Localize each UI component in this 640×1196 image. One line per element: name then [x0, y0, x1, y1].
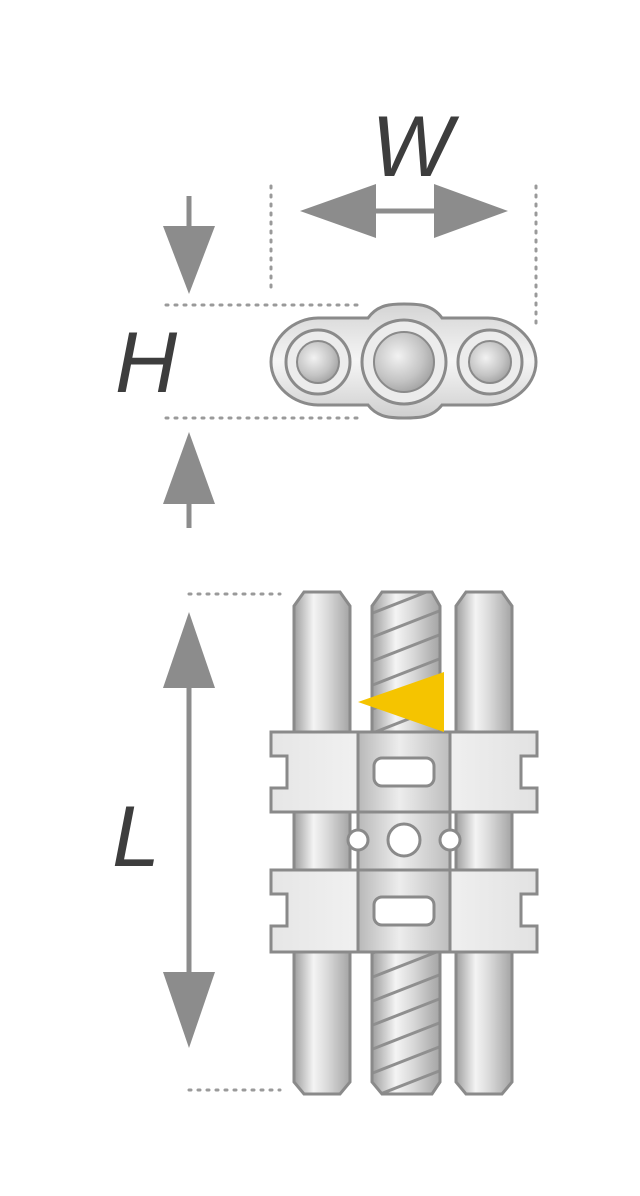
- lower-slot: [372, 895, 436, 927]
- lower-clamp-block: [269, 868, 539, 954]
- width-arrow: [300, 184, 508, 238]
- length-label: L: [112, 789, 160, 885]
- connector-top-view: [269, 302, 538, 420]
- left-rod: [292, 590, 352, 1096]
- left-rod-section: [296, 340, 340, 384]
- right-rod-section: [468, 340, 512, 384]
- upper-clamp-block: [269, 730, 539, 814]
- width-arrowhead-left: [300, 184, 376, 238]
- height-label: H: [115, 315, 178, 411]
- length-arrow: [163, 612, 215, 1048]
- height-arrow: [163, 196, 215, 528]
- center-spacer-notch-left: [346, 828, 370, 852]
- connector-side-view: [269, 590, 539, 1096]
- yellow-triangle-marker-icon: [358, 672, 444, 732]
- center-spacer-notch-right: [438, 828, 462, 852]
- length-arrowhead-top: [163, 612, 215, 688]
- width-label: W: [371, 99, 459, 195]
- upper-slot: [372, 756, 436, 788]
- right-rod: [454, 590, 514, 1096]
- height-arrowhead-bottom: [163, 432, 215, 504]
- center-spacer-hole: [386, 822, 422, 858]
- width-arrowhead-right: [434, 184, 508, 238]
- length-arrowhead-bottom: [163, 972, 215, 1048]
- center-screw-section: [373, 331, 435, 393]
- height-arrowhead-top: [163, 226, 215, 294]
